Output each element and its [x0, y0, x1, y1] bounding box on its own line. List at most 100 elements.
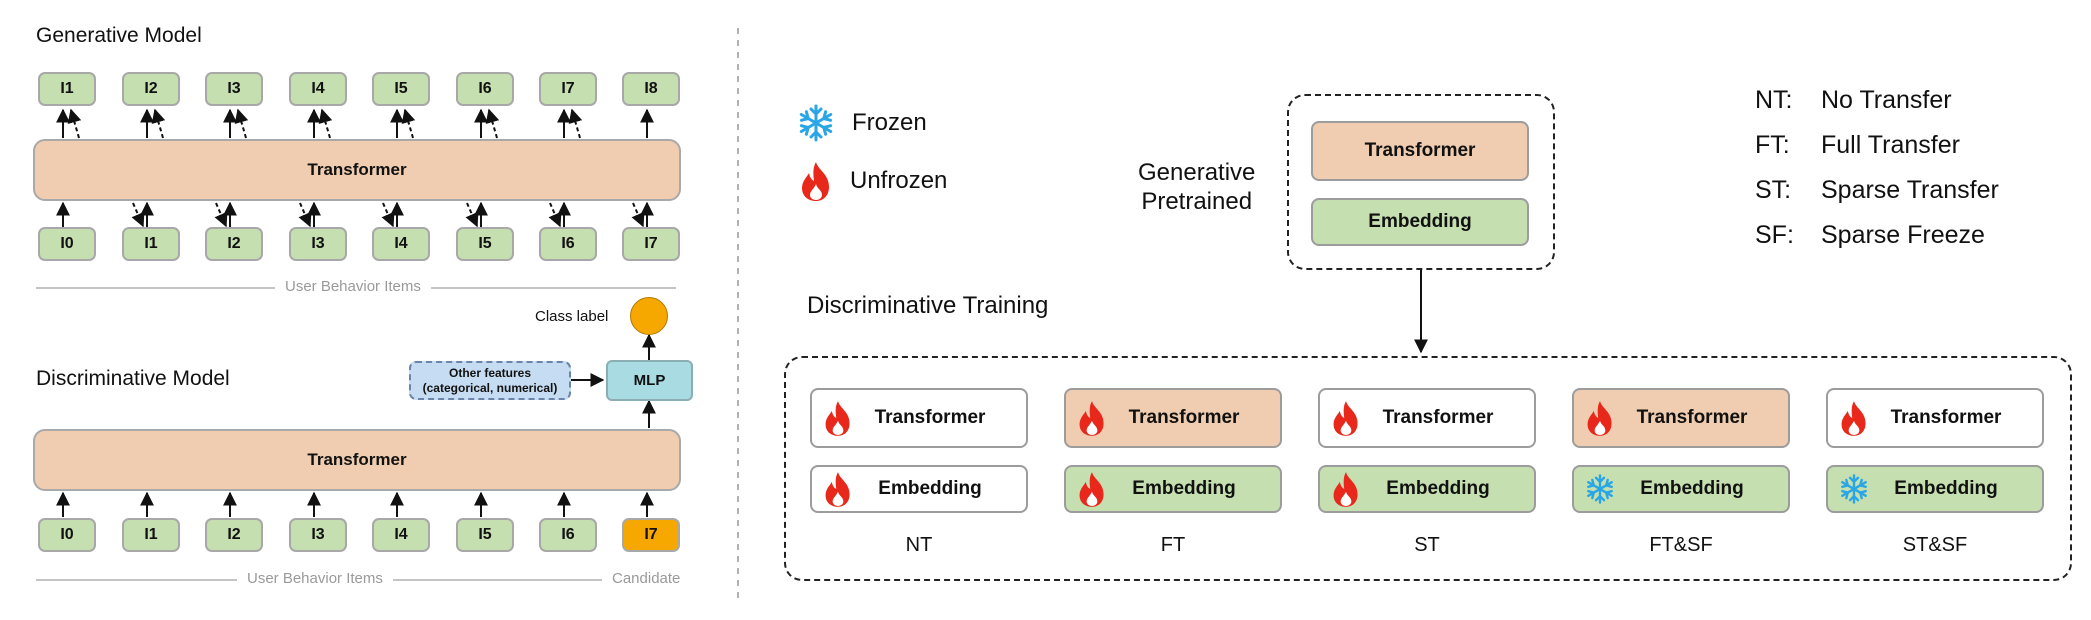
gen-input-item: I7	[622, 227, 680, 261]
flame-icon	[825, 401, 850, 436]
pretrained-label-line1: Generative	[1138, 159, 1256, 186]
disc-input-item: I0	[38, 518, 96, 552]
gen-shift-arrow-top	[151, 108, 166, 139]
class-label-text: Class label	[535, 308, 609, 325]
gen-shift-arrow-top	[67, 108, 82, 139]
disc-input-item: I2	[205, 518, 263, 552]
abbreviation-value: Full Transfer	[1821, 131, 1960, 159]
pretrained-label: Generative Pretrained	[1138, 158, 1255, 216]
abbreviation-row: ST: Sparse Transfer	[1755, 176, 1999, 205]
gen-input-item: I1	[122, 227, 180, 261]
config-nt-transformer: Transformer	[810, 388, 1028, 448]
class-label-node	[630, 297, 668, 335]
gen-transformer-label: Transformer	[307, 160, 407, 179]
config-ft-sf-transformer: Transformer	[1572, 388, 1790, 448]
config-name: ST	[1414, 534, 1440, 556]
discriminative-model-title: Discriminative Model	[36, 367, 230, 390]
candidate-item: I7	[622, 518, 680, 552]
gen-shift-arrow-top	[401, 108, 416, 139]
gen-shift-arrow-bottom	[548, 202, 562, 228]
config-st-sf-embedding: Embedding	[1826, 465, 2044, 513]
flame-icon	[1333, 401, 1358, 436]
gen-input-item: I0	[38, 227, 96, 261]
abbreviation-value: No Transfer	[1821, 86, 1952, 114]
gen-shift-arrow-bottom	[381, 202, 395, 228]
config-ft-embedding: Embedding	[1064, 465, 1282, 513]
gen-output-item: I4	[289, 72, 347, 106]
config-transformer-label: Transformer	[1382, 407, 1494, 428]
config-embedding-label: Embedding	[1386, 478, 1490, 499]
legend-unfrozen-label: Unfrozen	[850, 167, 948, 194]
disc-input-item: I3	[289, 518, 347, 552]
abbreviation-value: Sparse Transfer	[1821, 176, 1999, 204]
legend-unfrozen: Unfrozen	[798, 160, 947, 202]
snowflake-icon	[1841, 474, 1867, 504]
pretrained-label-line2: Pretrained	[1141, 188, 1253, 215]
training-title: Discriminative Training	[807, 292, 1049, 319]
abbreviation-value: Sparse Freeze	[1821, 221, 1985, 249]
flame-icon	[1333, 472, 1358, 507]
mlp-label: MLP	[633, 372, 666, 389]
gen-output-item: I3	[205, 72, 263, 106]
flame-icon	[825, 472, 850, 507]
abbreviation-row: FT:Full Transfer	[1755, 131, 1960, 160]
config-st-sf-transformer: Transformer	[1826, 388, 2044, 448]
gen-shift-arrow-bottom	[298, 202, 312, 228]
disc-input-item: I4	[372, 518, 430, 552]
config-transformer-label: Transformer	[1128, 407, 1240, 428]
abbreviation-row: NT:No Transfer	[1755, 86, 1952, 115]
abbreviation-key: ST:	[1755, 176, 1792, 204]
flame-icon	[1841, 401, 1866, 436]
mlp-box: MLP	[606, 360, 693, 401]
config-transformer-label: Transformer	[1890, 407, 2002, 428]
disc-arrows	[56, 491, 654, 517]
flame-icon	[1587, 401, 1612, 436]
gen-input-item: I2	[205, 227, 263, 261]
pretrained-transformer: Transformer	[1311, 121, 1529, 181]
gen-shift-arrow-top	[234, 108, 249, 139]
gen-shift-arrow-top	[318, 108, 333, 139]
abbreviation-key: SF:	[1755, 221, 1794, 249]
gen-output-item: I7	[539, 72, 597, 106]
gen-caption: User Behavior Items	[275, 278, 431, 295]
disc-transformer-label: Transformer	[307, 450, 407, 469]
gen-output-item: I6	[456, 72, 514, 106]
config-name: NT	[905, 534, 933, 556]
legend-frozen-label: Frozen	[852, 109, 927, 136]
legend-frozen: Frozen	[796, 103, 927, 143]
config-embedding-label: Embedding	[878, 478, 982, 499]
disc-input-item: I1	[122, 518, 180, 552]
gen-shift-arrow-top	[485, 108, 500, 139]
pretrained-embedding-label: Embedding	[1368, 211, 1472, 232]
gen-output-item: I8	[622, 72, 680, 106]
disc-caption-items: User Behavior Items	[237, 570, 393, 587]
disc-input-item: I5	[456, 518, 514, 552]
config-embedding-label: Embedding	[1132, 478, 1236, 499]
disc-input-item: I6	[539, 518, 597, 552]
flame-icon	[802, 162, 829, 201]
gen-input-item: I5	[456, 227, 514, 261]
gen-shift-arrow-bottom	[631, 202, 645, 228]
snowflake-icon	[799, 104, 833, 142]
other-features-box: Other features (categorical, numerical)	[409, 361, 571, 400]
pretrained-region	[1287, 94, 1555, 270]
gen-input-item: I3	[289, 227, 347, 261]
config-st-embedding: Embedding	[1318, 465, 1536, 513]
config-st-transformer: Transformer	[1318, 388, 1536, 448]
disc-transformer: Transformer	[33, 429, 681, 491]
gen-output-item: I2	[122, 72, 180, 106]
generative-model-title: Generative Model	[36, 24, 202, 47]
config-name: ST&SF	[1902, 534, 1968, 556]
config-ft-sf-embedding: Embedding	[1572, 465, 1790, 513]
config-transformer-label: Transformer	[1636, 407, 1748, 428]
gen-input-item: I4	[372, 227, 430, 261]
config-embedding-label: Embedding	[1894, 478, 1998, 499]
config-name: FT&SF	[1649, 534, 1713, 556]
gen-transformer: Transformer	[33, 139, 681, 201]
gen-output-item: I1	[38, 72, 96, 106]
other-features-line1: Other features	[448, 365, 532, 380]
flame-icon	[1079, 401, 1104, 436]
gen-shift-arrow-bottom	[465, 202, 479, 228]
abbreviation-row: SF: Sparse Freeze	[1755, 221, 1985, 250]
